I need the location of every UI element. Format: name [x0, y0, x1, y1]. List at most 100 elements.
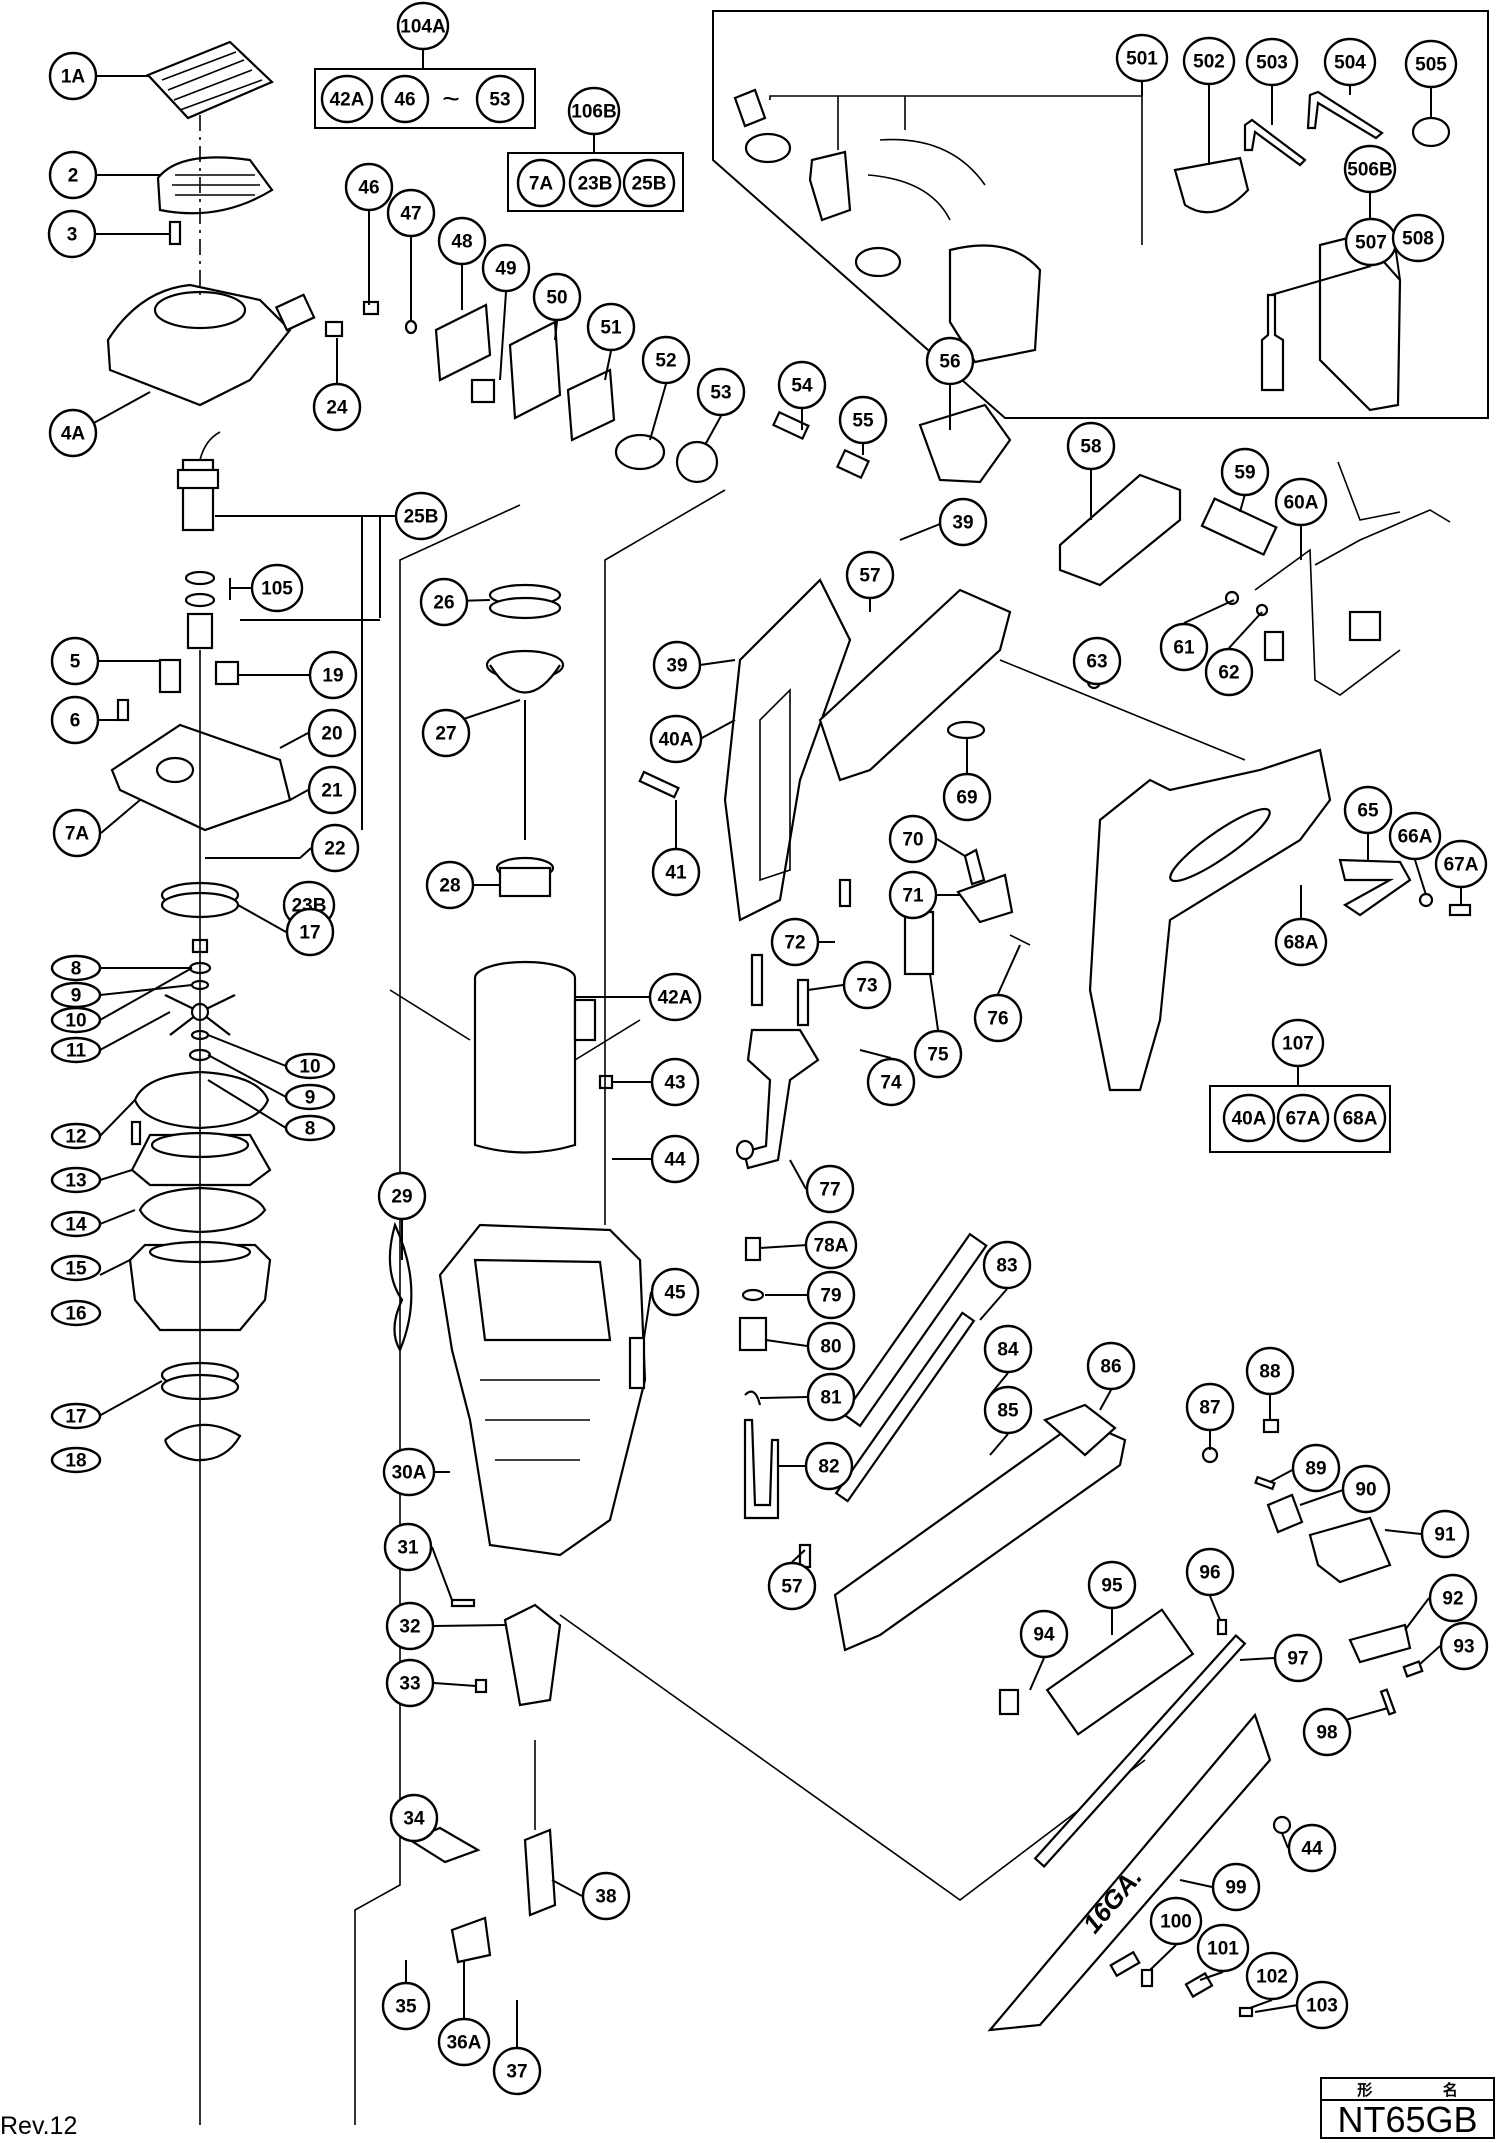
part-callout-52: 52: [641, 335, 691, 385]
spring-70: [963, 848, 986, 886]
callout-label: 24: [326, 398, 348, 419]
callout-label: 80: [820, 1337, 841, 1358]
callout-label: 46: [358, 178, 379, 199]
top-cover-1A: [146, 40, 274, 120]
callout-label: 70: [902, 830, 923, 851]
part-callout-24: 24: [312, 382, 362, 432]
callout-label: 3: [67, 225, 78, 246]
kit-callout-106B: 106B: [567, 86, 621, 136]
model-label-char: 名: [1442, 2080, 1458, 2099]
callout-label: 19: [322, 666, 343, 687]
part-callout-42A: 42A: [648, 972, 702, 1022]
part-callout-59: 59: [1220, 447, 1270, 497]
part-callout-98: 98: [1302, 1707, 1352, 1757]
callout-label: 44: [664, 1150, 686, 1171]
filter-2: [156, 156, 274, 215]
part-callout-1A: 1A: [48, 51, 98, 101]
callout-label: 48: [451, 232, 472, 253]
callout-label: 6: [70, 711, 81, 732]
battery-58: [1058, 473, 1182, 587]
label-45: [628, 1336, 646, 1390]
callout-label: 53: [489, 90, 510, 111]
part-callout-10: 10: [50, 1006, 102, 1034]
part-callout-30A: 30A: [382, 1447, 436, 1497]
callout-label: 11: [66, 1041, 87, 1062]
callout-label: 503: [1256, 53, 1288, 74]
callout-label: 95: [1101, 1576, 1123, 1597]
screw-24: [324, 320, 344, 338]
spark-plug-25B: [176, 431, 221, 532]
part-callout-74: 74: [866, 1057, 916, 1107]
callout-label: 71: [902, 886, 924, 907]
accessory-callout-501: 501: [1115, 33, 1169, 83]
callout-label: 31: [397, 1538, 419, 1559]
part-callout-35: 35: [381, 1981, 431, 2031]
callout-label: 68A: [1343, 1109, 1378, 1130]
callout-label: 17: [65, 1407, 86, 1428]
clip-90: [1266, 1493, 1304, 1534]
callout-label: 94: [1033, 1625, 1055, 1646]
callout-label: 84: [997, 1340, 1019, 1361]
callout-label: 27: [435, 724, 456, 745]
part-callout-82: 82: [804, 1441, 854, 1491]
callout-label: 96: [1199, 1563, 1220, 1584]
callout-label: 44: [1301, 1839, 1323, 1860]
callout-label: 54: [791, 376, 813, 397]
callout-label: 100: [1160, 1912, 1192, 1933]
callout-label: 107: [1282, 1034, 1314, 1055]
part-callout-39: 39: [938, 497, 988, 547]
oil-bottle-507: [1260, 293, 1285, 392]
callout-label: 43: [664, 1073, 685, 1094]
callout-label: 50: [546, 288, 567, 309]
callout-label: 62: [1218, 663, 1239, 684]
part-callout-51: 51: [586, 302, 636, 352]
part-callout-8: 8: [50, 954, 102, 982]
callout-label: 76: [987, 1009, 1008, 1030]
callout-label: 10: [65, 1011, 86, 1032]
callout-label: 88: [1259, 1362, 1280, 1383]
callout-label: 13: [65, 1171, 86, 1192]
callout-label: 36A: [447, 2033, 482, 2054]
part-callout-11: 11: [50, 1036, 102, 1064]
part-callout-65: 65: [1343, 785, 1393, 835]
arm-77: [742, 1028, 820, 1170]
revision-label: Rev.12: [0, 2112, 78, 2140]
callout-label: 26: [433, 593, 454, 614]
accessory-callout-502: 502: [1182, 36, 1236, 86]
kit-item-callout-67A: 67A: [1276, 1093, 1330, 1143]
callout-label: 504: [1334, 53, 1366, 74]
callout-label: 42A: [658, 988, 693, 1009]
part-callout-37: 37: [492, 2046, 542, 2096]
kit-box-106B: [507, 152, 684, 212]
accessory-callout-506B: 506B: [1343, 144, 1397, 194]
part-callout-75: 75: [913, 1029, 963, 1079]
callout-label: 38: [595, 1887, 616, 1908]
part-callout-40A: 40A: [649, 714, 703, 764]
part-callout-50: 50: [532, 272, 582, 322]
callout-label: 9: [71, 986, 82, 1007]
part-callout-88: 88: [1245, 1346, 1295, 1396]
head-plate-7A: [110, 723, 292, 832]
part-callout-69: 69: [942, 772, 992, 822]
callout-label: 16: [65, 1304, 86, 1325]
part-callout-41: 41: [651, 847, 701, 897]
part-callout-27: 27: [421, 708, 471, 758]
part-callout-33: 33: [385, 1658, 435, 1708]
callout-label: 92: [1442, 1589, 1463, 1610]
part-callout-70: 70: [888, 814, 938, 864]
callout-label: 501: [1126, 49, 1158, 70]
callout-label: 51: [600, 318, 622, 339]
callout-label: 53: [710, 383, 731, 404]
part-callout-72: 72: [770, 917, 820, 967]
callout-label: 508: [1402, 229, 1434, 250]
callout-label: 10: [299, 1057, 320, 1078]
filter-53: [675, 440, 719, 484]
part-callout-63: 63: [1072, 636, 1122, 686]
part-callout-39: 39: [652, 640, 702, 690]
magazine-86: [833, 1403, 1127, 1652]
rail-97: [1033, 1633, 1247, 1869]
part-callout-62: 62: [1204, 647, 1254, 697]
part-callout-38: 38: [581, 1871, 631, 1921]
part-callout-66A: 66A: [1388, 811, 1442, 861]
